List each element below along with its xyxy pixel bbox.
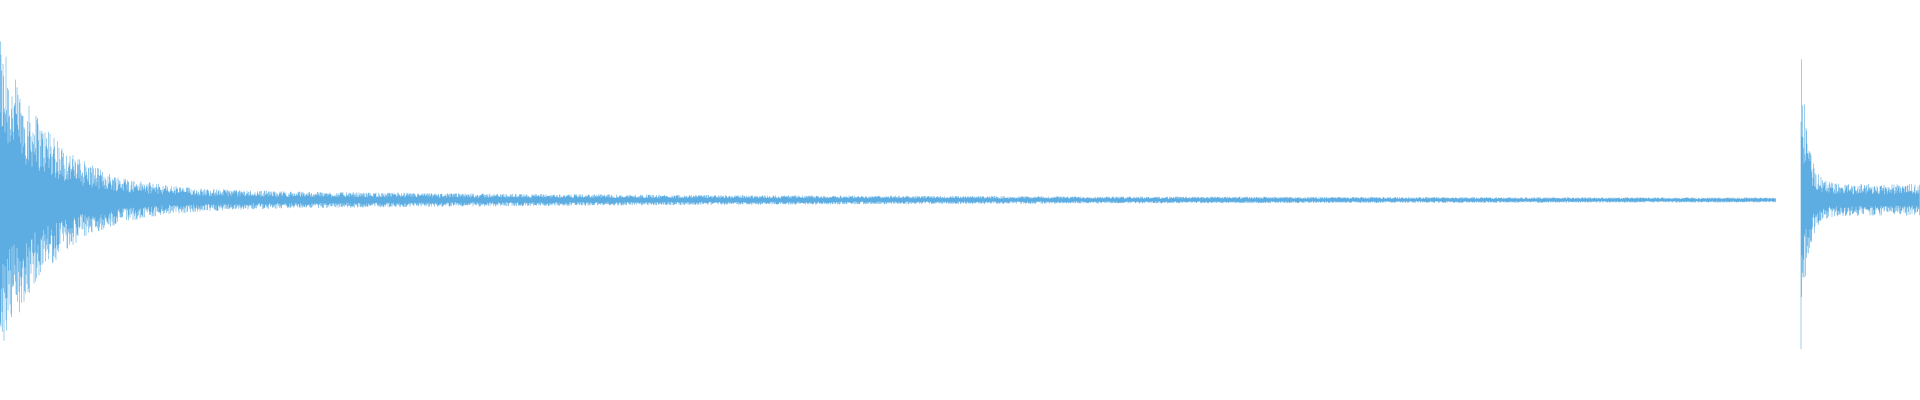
waveform-peaks <box>0 41 1776 341</box>
waveform-peaks <box>1800 59 1920 350</box>
waveform-clip-1[interactable] <box>0 41 1776 341</box>
waveform-clip-2[interactable] <box>1800 59 1920 350</box>
waveform-clips <box>0 41 1920 350</box>
